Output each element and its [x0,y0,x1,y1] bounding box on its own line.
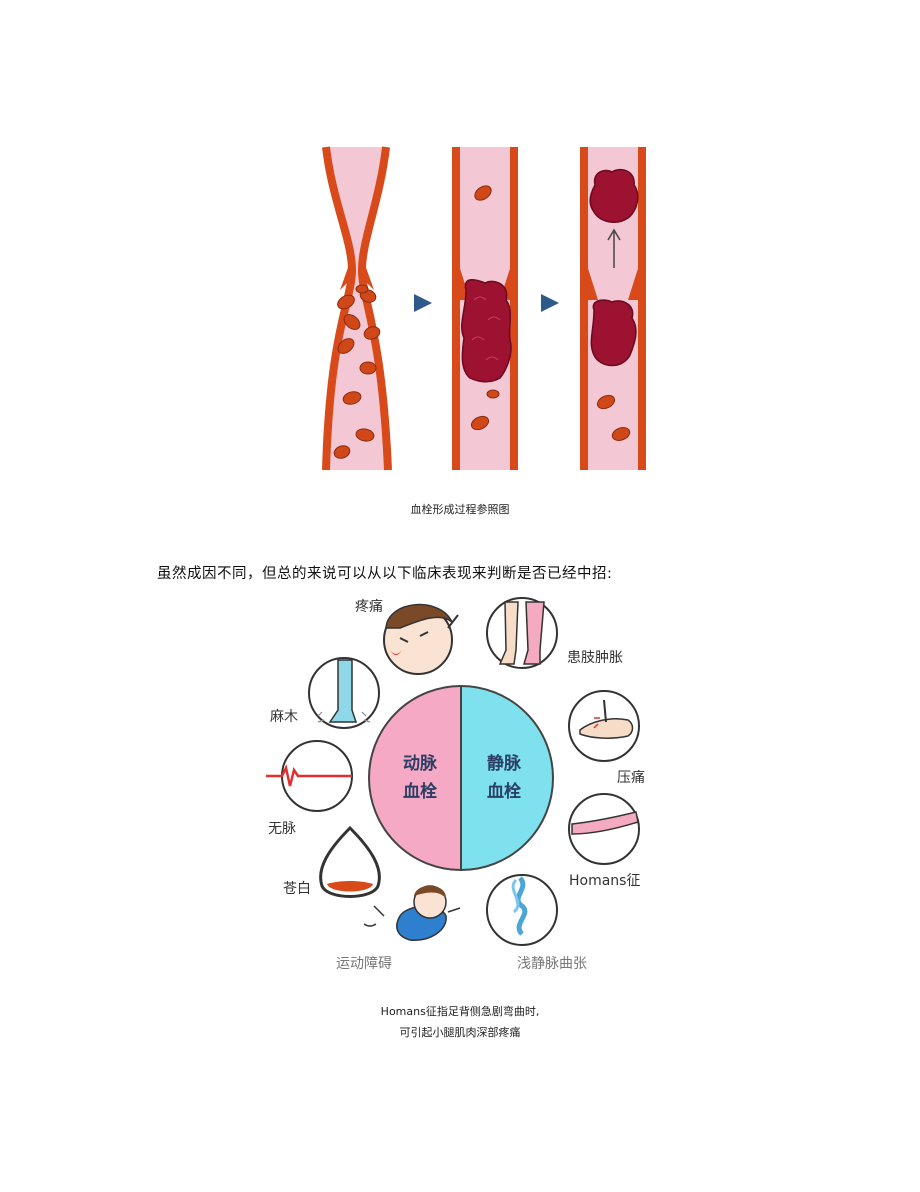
tenderness-icon [568,690,640,762]
homans-sign-icon [568,793,640,865]
label-varicose: 浅静脉曲张 [517,956,587,972]
label-pallor: 苍白 [283,881,311,897]
vessel-stage-3 [580,147,646,470]
thrombus-formation-figure [322,146,646,471]
figure1-caption: 血栓形成过程参照图 [410,503,510,516]
pain-face-icon [383,603,459,675]
arterial-line2: 血栓 [403,782,437,802]
intro-text: 虽然成因不同，但总的来说可以从以下临床表现来判断是否已经中招: [157,566,613,582]
label-movement-disorder: 运动障碍 [336,956,392,972]
swollen-legs-icon [486,597,558,669]
movement-disorder-icon [363,885,461,941]
varicose-vein-icon [486,874,558,946]
arterial-line1: 动脉 [403,754,437,774]
arterial-thrombus-label: 动脉 血栓 [388,750,452,806]
label-tenderness: 压痛 [617,770,645,786]
label-homans: Homans征 [569,873,641,889]
figure2-caption-line2: 可引起小腿肌肉深部疼痛 [399,1026,521,1039]
venous-line2: 血栓 [487,782,521,802]
arrow-icon [414,294,432,312]
numb-foot-icon [308,657,380,729]
pulseless-icon [266,740,353,812]
venous-thrombus-label: 静脉 血栓 [472,750,536,806]
arrow-icon [541,294,559,312]
vessel-stage-2 [452,147,518,470]
label-limb-swelling: 患肢肿胀 [567,650,623,666]
label-pulseless: 无脉 [268,821,296,837]
venous-line1: 静脉 [487,754,521,774]
figure2-caption-line1: Homans征指足背侧急剧弯曲时, [380,1005,540,1018]
label-numbness: 麻木 [270,709,298,725]
label-pain: 疼痛 [355,599,383,615]
vessel-stage-1 [322,146,392,471]
pallor-drop-icon [319,825,381,898]
